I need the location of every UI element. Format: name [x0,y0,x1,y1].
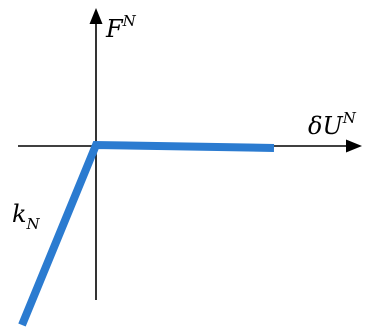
horizontal-axis-label: δUN [308,109,357,140]
horizontal-axis-arrowhead [346,139,362,153]
stiffness-label: kN [12,200,41,233]
stiffness-symbol: k [12,200,27,228]
vertical-axis-superscript: N [122,12,137,30]
horizontal-axis-superscript: N [342,109,357,127]
vertical-axis-arrowhead [89,8,103,24]
stiffness-subscript: N [26,215,41,233]
vertical-axis-symbol: F [105,15,124,43]
normal-force-law-curve [18,140,275,327]
horizontal-axis-symbol: δU [308,112,343,140]
vertical-axis-label: FN [105,12,137,43]
